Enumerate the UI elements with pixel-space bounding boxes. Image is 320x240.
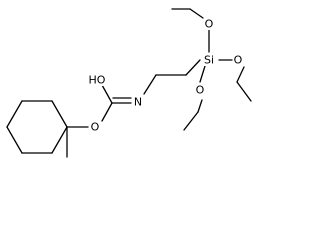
- bond-c2-c3: [185, 59, 201, 76]
- ring-bond-3: [6, 100, 23, 128]
- atom-o-bottom: O: [195, 84, 205, 97]
- bond-si-o-bottom: [199, 65, 206, 83]
- bond-o-bottom-c: [197, 99, 203, 113]
- structural-formula: HO N O Si O O O: [6, 8, 252, 158]
- atom-label-o-right: O: [234, 54, 243, 67]
- bond-ethyl-bottom: [183, 111, 199, 131]
- bond-o-top-c: [189, 8, 204, 19]
- atom-label-o-ester: O: [91, 121, 100, 134]
- ring-bond-6: [51, 126, 68, 154]
- atom-o-right: O: [233, 54, 243, 67]
- bond-ethyl-right: [236, 81, 252, 102]
- bond-o-ccarbamate: [101, 102, 113, 122]
- bond-n-c1: [143, 74, 157, 95]
- atom-silicon: Si: [201, 54, 217, 67]
- bond-o-right-c: [236, 66, 245, 83]
- atom-label-si: Si: [204, 54, 214, 67]
- ring-bond-4: [6, 126, 23, 154]
- atom-o-top: O: [204, 18, 214, 31]
- atom-ho: HO: [88, 74, 106, 87]
- bond-c-oh: [101, 84, 113, 104]
- ring-bond-1: [51, 100, 68, 128]
- atom-ester-oxygen: O: [90, 121, 100, 134]
- atom-nitrogen: N: [133, 96, 143, 109]
- atom-label-o-bottom: O: [196, 84, 205, 97]
- atom-label-n: N: [134, 96, 142, 109]
- cyclohexane-ring: [6, 100, 68, 154]
- atom-label-o-top: O: [205, 18, 214, 31]
- atom-label-ho: HO: [89, 74, 106, 87]
